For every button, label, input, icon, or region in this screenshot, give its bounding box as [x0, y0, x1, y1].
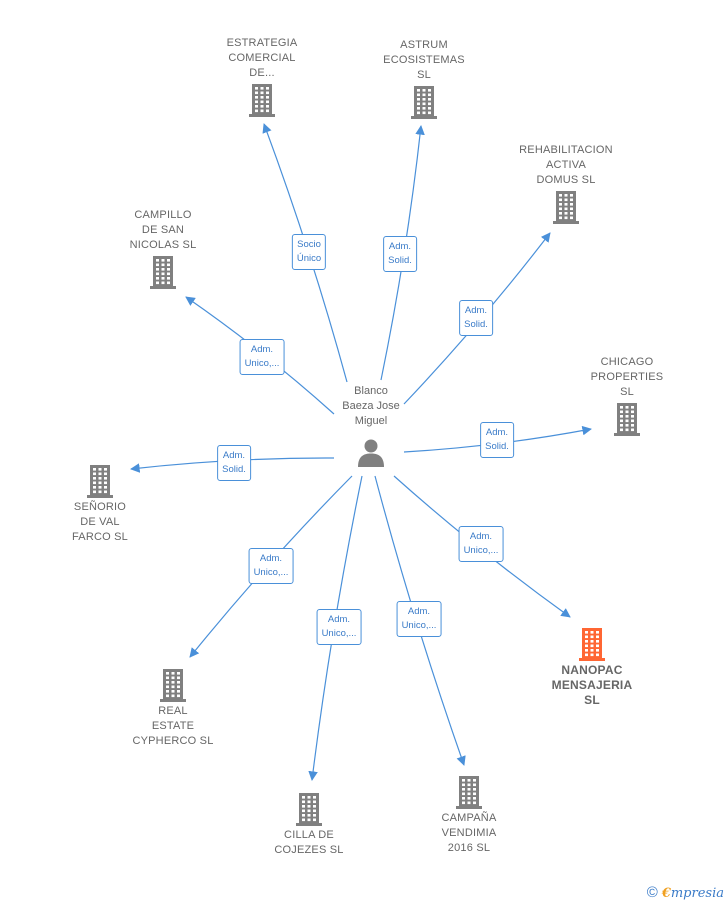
edge-role-label-chicago[interactable]: Adm. Solid. [480, 422, 514, 458]
edge-role-label-nanopac[interactable]: Adm. Unico,... [458, 526, 504, 562]
company-node-estrategia[interactable]: ESTRATEGIA COMERCIAL DE... [202, 36, 322, 119]
building-icon [87, 465, 113, 498]
building-icon [150, 256, 176, 289]
building-icon [249, 84, 275, 117]
edge-role-label-cilla[interactable]: Adm. Unico,... [316, 609, 362, 645]
building-icon [456, 776, 482, 809]
company-node-campana[interactable]: CAMPAÑA VENDIMIA 2016 SL [409, 773, 529, 856]
building-icon [553, 191, 579, 224]
person-icon [358, 439, 384, 467]
company-node-realestate[interactable]: REAL ESTATE CYPHERCO SL [113, 666, 233, 749]
company-name: ESTRATEGIA COMERCIAL DE... [226, 37, 298, 79]
edge-role-label-senorio[interactable]: Adm. Solid. [217, 445, 251, 481]
edge-role-label-astrum[interactable]: Adm. Solid. [383, 236, 417, 272]
building-icon [160, 669, 186, 702]
company-name: REHABILITACION ACTIVA DOMUS SL [519, 144, 613, 186]
company-name: SEÑORIO DE VAL FARCO SL [71, 501, 128, 543]
center-person-name: Blanco Baeza Jose Miguel [342, 385, 400, 427]
company-node-chicago[interactable]: CHICAGO PROPERTIES SL [567, 355, 687, 438]
company-node-rehabilitacion[interactable]: REHABILITACION ACTIVA DOMUS SL [506, 143, 626, 226]
company-node-senorio[interactable]: SEÑORIO DE VAL FARCO SL [40, 462, 160, 545]
building-icon [296, 793, 322, 826]
company-name: CAMPAÑA VENDIMIA 2016 SL [441, 812, 497, 854]
company-name: NANOPAC MENSAJERIA SL [551, 663, 633, 707]
company-name: CHICAGO PROPERTIES SL [590, 356, 664, 398]
footer-brand: ©€mpresia [647, 884, 724, 901]
company-name: ASTRUM ECOSISTEMAS SL [383, 39, 465, 81]
edge-role-label-campillo[interactable]: Adm. Unico,... [239, 339, 285, 375]
company-node-cilla[interactable]: CILLA DE COJEZES SL [249, 790, 369, 858]
brand-logo-text: mpresia [670, 886, 724, 901]
edge-role-label-campana[interactable]: Adm. Unico,... [396, 601, 442, 637]
brand-logo-initial: € [661, 886, 671, 901]
company-name: REAL ESTATE CYPHERCO SL [132, 705, 214, 747]
company-node-campillo[interactable]: CAMPILLO DE SAN NICOLAS SL [103, 208, 223, 291]
building-icon [411, 86, 437, 119]
company-node-nanopac[interactable]: NANOPAC MENSAJERIA SL [532, 625, 652, 708]
center-person-node[interactable]: Blanco Baeza Jose Miguel [326, 384, 416, 467]
company-name: CILLA DE COJEZES SL [274, 829, 344, 856]
company-name: CAMPILLO DE SAN NICOLAS SL [129, 209, 197, 251]
company-node-astrum[interactable]: ASTRUM ECOSISTEMAS SL [364, 38, 484, 121]
copyright-icon: © [646, 884, 658, 901]
building-icon [579, 628, 605, 661]
building-icon [614, 403, 640, 436]
edge-role-label-realestate[interactable]: Adm. Unico,... [248, 548, 294, 584]
edge-role-label-rehabilitacion[interactable]: Adm. Solid. [459, 300, 493, 336]
edge-role-label-estrategia[interactable]: Socio Único [291, 234, 327, 270]
